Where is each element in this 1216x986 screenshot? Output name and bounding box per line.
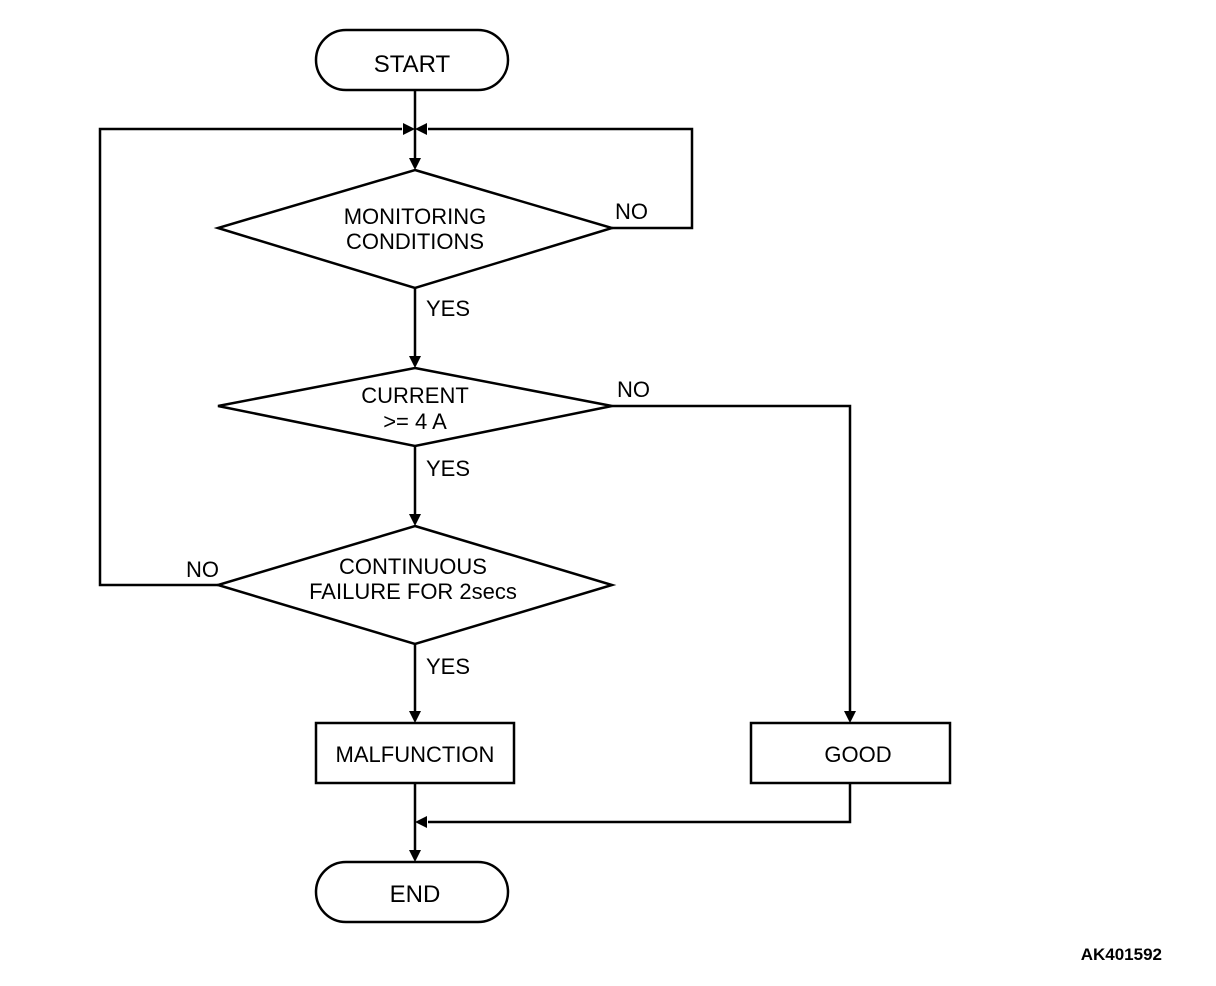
- start-terminal: START: [314, 28, 510, 92]
- monitoring-decision: MONITORING CONDITIONS: [213, 168, 617, 290]
- branch-labels: NO YES NO YES NO YES: [186, 199, 650, 679]
- malfunction-label: MALFUNCTION: [336, 742, 495, 767]
- arrowhead-down-good: [844, 711, 856, 723]
- continuous-label-line2: FAILURE FOR 2secs: [309, 579, 517, 604]
- connectors: [98, 90, 852, 852]
- continuous-label-line1: CONTINUOUS: [339, 554, 487, 579]
- arrowhead-left-merge: [415, 123, 427, 135]
- malfunction-box: MALFUNCTION: [314, 721, 516, 785]
- arrowhead-right-merge: [403, 123, 415, 135]
- monitoring-label-line2: CONDITIONS: [346, 229, 484, 254]
- arrowhead-down-continuous: [409, 514, 421, 526]
- continuous-yes-label: YES: [426, 654, 470, 679]
- good-box: GOOD: [749, 721, 952, 785]
- edge-monitoring-no-loop: [428, 127, 694, 230]
- current-decision: CURRENT >= 4 A: [217, 366, 613, 448]
- arrowhead-left-join: [415, 816, 427, 828]
- continuous-no-label: NO: [186, 557, 219, 582]
- current-label-line2: >= 4 A: [383, 409, 447, 434]
- end-terminal: END: [314, 860, 510, 924]
- current-label-line1: CURRENT: [361, 383, 469, 408]
- good-label: GOOD: [824, 742, 891, 767]
- monitoring-no-label: NO: [615, 199, 648, 224]
- edge-continuous-no-loop: [98, 127, 402, 587]
- edge-current-no-to-good: [612, 404, 852, 713]
- monitoring-yes-label: YES: [426, 296, 470, 321]
- start-label: START: [374, 51, 451, 78]
- arrowhead-down-monitoring: [409, 158, 421, 170]
- continuous-decision: CONTINUOUS FAILURE FOR 2secs: [213, 524, 617, 646]
- arrowhead-down-malfunction: [409, 711, 421, 723]
- edge-good-to-join: [428, 783, 852, 824]
- current-no-label: NO: [617, 377, 650, 402]
- figure-code: AK401592: [1081, 945, 1162, 964]
- current-yes-label: YES: [426, 456, 470, 481]
- monitoring-label-line1: MONITORING: [344, 204, 487, 229]
- arrowhead-down-end: [409, 850, 421, 862]
- arrowheads: [403, 123, 856, 862]
- end-label: END: [390, 881, 441, 908]
- arrowhead-down-current: [409, 356, 421, 368]
